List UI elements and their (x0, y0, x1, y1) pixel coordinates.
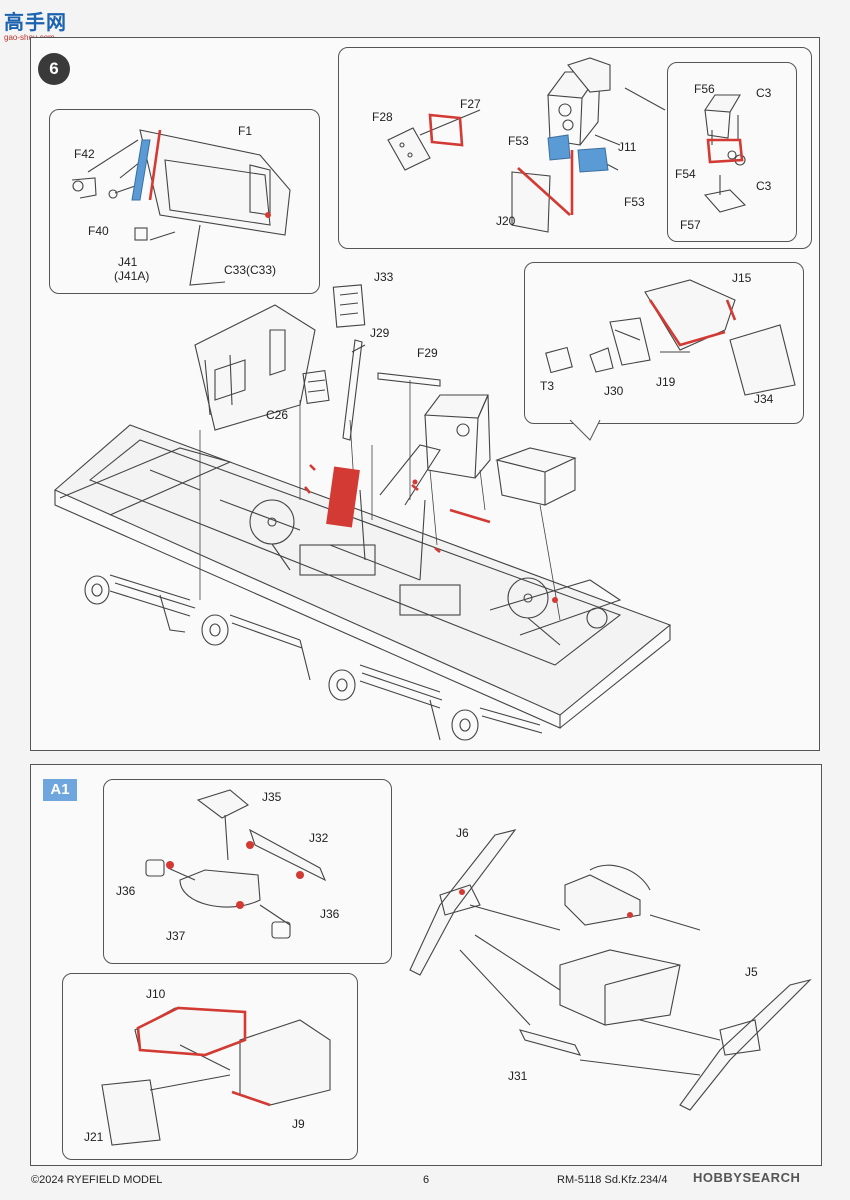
label-f53-right: F53 (624, 195, 645, 209)
label-j34: J34 (754, 392, 774, 406)
subassembly-j37-inset (103, 779, 392, 964)
inset-f56-drawing (703, 94, 747, 213)
watermark-chinese-text: 高手网 (4, 10, 67, 34)
a1-main-drawing (409, 829, 812, 1111)
watermark-url-text: gao-shou.com (4, 33, 74, 42)
label-j15: J15 (732, 271, 752, 285)
label-c3-top: C3 (756, 86, 772, 100)
label-j37: J37 (166, 929, 186, 943)
panel-f1-main-part (194, 304, 316, 431)
label-j33: J33 (374, 270, 394, 284)
label-f40: F40 (88, 224, 109, 238)
footer-page-number: 6 (423, 1174, 430, 1186)
label-j19: J19 (656, 375, 676, 389)
inset-j37-drawing (145, 789, 327, 939)
label-c3-bottom: C3 (756, 179, 772, 193)
label-f57: F57 (680, 218, 701, 232)
chassis-drawing (53, 424, 672, 741)
label-c33: C33(C33) (224, 263, 277, 277)
hobbysearch-watermark: HOBBYSEARCH (693, 1170, 801, 1185)
inset-j15-drawing (545, 279, 796, 396)
inset-j9-drawing (101, 1007, 331, 1146)
label-f42: F42 (74, 147, 95, 161)
part-j29-drawing (342, 339, 366, 441)
part-j33-drawing (332, 284, 366, 328)
footer-model-code: RM-5118 Sd.Kfz.234/4 (557, 1174, 668, 1186)
label-f29: F29 (417, 346, 438, 360)
label-f28: F28 (372, 110, 393, 124)
part-f29-drawing (377, 372, 441, 387)
label-j30: J30 (604, 384, 624, 398)
section-a1-badge: A1 (43, 779, 77, 801)
label-j31: J31 (508, 1069, 528, 1083)
label-j41: J41 (118, 255, 138, 269)
label-j11: J11 (618, 140, 637, 154)
label-f54: F54 (675, 167, 696, 181)
label-j20: J20 (496, 214, 516, 228)
label-j6: J6 (456, 826, 469, 840)
label-f56: F56 (694, 82, 715, 96)
subassembly-f56-inset (667, 62, 797, 242)
label-j10: J10 (146, 987, 166, 1001)
label-j29: J29 (370, 326, 390, 340)
label-j32: J32 (309, 831, 329, 845)
label-j21: J21 (84, 1130, 104, 1144)
label-f53-left: F53 (508, 134, 529, 148)
battery-box-drawing (423, 394, 491, 479)
label-j41a: (J41A) (114, 269, 150, 283)
inset-f1-drawing (71, 129, 291, 286)
label-j36-left: J36 (116, 884, 136, 898)
step-number-badge: 6 (38, 53, 70, 85)
label-f27: F27 (460, 97, 481, 111)
part-c26-drawing (302, 369, 330, 405)
label-j9: J9 (292, 1117, 305, 1131)
label-t3: T3 (540, 379, 555, 393)
label-j5: J5 (745, 965, 758, 979)
tray-box-drawing (495, 447, 577, 506)
label-j35: J35 (262, 790, 282, 804)
label-f1: F1 (238, 124, 253, 138)
label-c26: C26 (266, 408, 289, 422)
label-j36-right: J36 (320, 907, 340, 921)
footer-copyright: ©2024 RYEFIELD MODEL (31, 1174, 163, 1186)
site-watermark-logo: 高手网 gao-shou.com (4, 6, 74, 42)
